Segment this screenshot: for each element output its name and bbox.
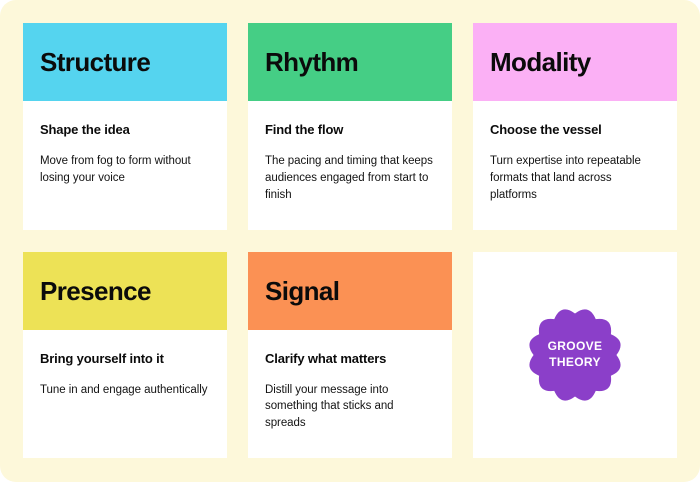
card-modality[interactable]: Modality Choose the vessel Turn expertis… bbox=[473, 23, 677, 230]
badge-label-line1: GROOVE bbox=[547, 339, 603, 354]
card-header-signal: Signal bbox=[248, 251, 452, 330]
card-header-modality: Modality bbox=[473, 23, 677, 101]
card-subtitle: Find the flow bbox=[265, 122, 344, 137]
rosette-starburst-icon bbox=[529, 309, 621, 401]
card-structure[interactable]: Structure Shape the idea Move from fog t… bbox=[23, 23, 227, 230]
card-header-structure: Structure bbox=[23, 23, 227, 101]
card-body-presence: Bring yourself into it Tune in and engag… bbox=[23, 330, 227, 459]
card-presence[interactable]: Presence Bring yourself into it Tune in … bbox=[23, 251, 227, 459]
card-title: Presence bbox=[40, 275, 151, 306]
card-body-modality: Choose the vessel Turn expertise into re… bbox=[473, 101, 677, 230]
card-header-presence: Presence bbox=[23, 251, 227, 330]
card-description: Move from fog to form without losing you… bbox=[40, 155, 191, 184]
card-brand-badge: GROOVE THEORY bbox=[473, 251, 677, 458]
card-title: Modality bbox=[490, 47, 591, 77]
badge-label: GROOVE THEORY bbox=[548, 339, 603, 370]
groove-theory-badge: GROOVE THEORY bbox=[519, 299, 631, 411]
card-description: Distill your message into something that… bbox=[265, 383, 394, 430]
card-description: Tune in and engage authentically bbox=[40, 383, 208, 396]
card-grid: Structure Shape the idea Move from fog t… bbox=[23, 23, 677, 458]
card-body-rhythm: Find the flow The pacing and timing that… bbox=[248, 101, 452, 230]
card-rhythm[interactable]: Rhythm Find the flow The pacing and timi… bbox=[248, 23, 452, 230]
card-header-rhythm: Rhythm bbox=[248, 23, 452, 101]
card-subtitle: Shape the idea bbox=[40, 122, 130, 137]
card-body-structure: Shape the idea Move from fog to form wit… bbox=[23, 101, 227, 230]
card-title: Signal bbox=[265, 275, 340, 306]
badge-label-line2: THEORY bbox=[549, 354, 601, 369]
card-body-signal: Clarify what matters Distill your messag… bbox=[248, 330, 452, 459]
card-subtitle: Clarify what matters bbox=[265, 350, 387, 366]
card-subtitle: Choose the vessel bbox=[490, 122, 602, 137]
card-title: Rhythm bbox=[265, 47, 359, 77]
card-description: The pacing and timing that keeps audienc… bbox=[265, 155, 433, 201]
card-signal[interactable]: Signal Clarify what matters Distill your… bbox=[248, 251, 452, 459]
card-subtitle: Bring yourself into it bbox=[40, 350, 164, 366]
card-title: Structure bbox=[40, 47, 151, 77]
card-description: Turn expertise into repeatable formats t… bbox=[490, 155, 641, 201]
